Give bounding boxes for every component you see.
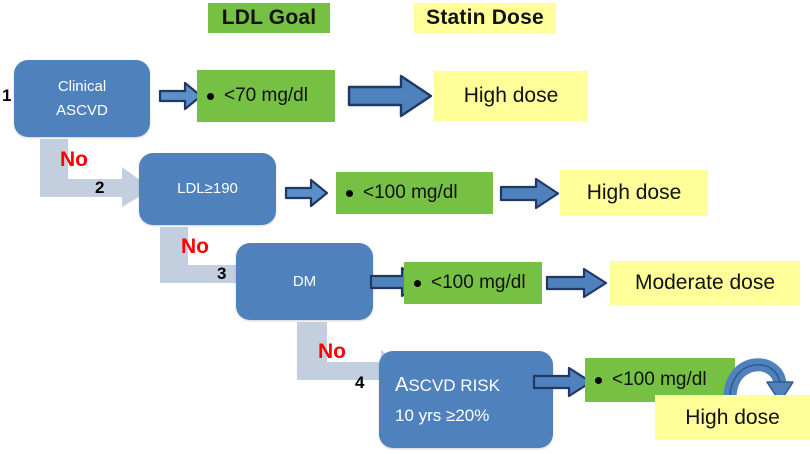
step-number-3: 3 [217, 264, 227, 283]
step-number-1: 1 [2, 86, 12, 105]
step-number-2: 2 [95, 178, 105, 197]
header-statin-dose: Statin Dose [414, 3, 556, 33]
decision-box-ldl-190[interactable]: LDL≥190 [139, 153, 276, 225]
right-arrow-icon [284, 177, 329, 209]
goal-box-row-4[interactable]: <100 mg/dl [585, 358, 735, 402]
dose-box-row-2[interactable]: High dose [560, 170, 708, 216]
bullet-dot-icon [346, 189, 353, 197]
right-arrow-icon [499, 177, 560, 210]
right-arrow-icon [158, 80, 203, 112]
curved-down-arrow-icon [723, 342, 802, 404]
right-arrow-icon [532, 366, 593, 398]
decision-box-clinical-ascvd[interactable]: Clinical ASCVD [14, 60, 150, 137]
goal-box-row-2[interactable]: <100 mg/dl [336, 172, 493, 214]
goal-box-row-4-text: <100 mg/dl [612, 369, 707, 390]
step-number-4: 4 [355, 373, 365, 392]
no-label-row-3: No [318, 340, 346, 363]
decision-box-ascvd-risk-line-1: ASCVD RISK [395, 368, 500, 402]
decision-box-clinical-ascvd-line-1: Clinical [57, 78, 107, 96]
goal-box-row-3[interactable]: <100 mg/dl [404, 262, 542, 304]
ascvd-risk-caps-lead: A [395, 374, 409, 397]
dose-box-row-1[interactable]: High dose [434, 71, 588, 121]
decision-box-ldl-190-line-1: LDL≥190 [177, 180, 238, 198]
dose-box-row-3[interactable]: Moderate dose [610, 261, 800, 305]
decision-box-dm-line-1: DM [292, 272, 317, 290]
goal-box-row-3-text: <100 mg/dl [431, 272, 526, 293]
elbow-down-right-arrow-icon [40, 139, 156, 207]
goal-box-row-1-text: <70 mg/dl [224, 85, 308, 106]
no-label-row-1: No [60, 148, 88, 171]
decision-box-ascvd-risk-line-2: 10 yrs ≥20% [395, 406, 490, 426]
goal-box-row-2-text: <100 mg/dl [363, 182, 458, 203]
header-ldl-goal: LDL Goal [208, 3, 330, 33]
no-label-row-2: No [181, 235, 209, 258]
decision-box-ascvd-risk[interactable]: ASCVD RISK 10 yrs ≥20% [379, 351, 553, 448]
goal-box-row-1[interactable]: <70 mg/dl [197, 70, 335, 122]
decision-box-dm[interactable]: DM [236, 243, 373, 320]
dose-box-row-4[interactable]: High dose [655, 395, 810, 440]
right-arrow-icon [347, 74, 433, 118]
right-arrow-icon [545, 267, 608, 299]
ascvd-risk-caps-rest: SCVD RISK [408, 376, 500, 396]
bullet-dot-icon [414, 279, 421, 287]
bullet-dot-icon [595, 376, 602, 384]
bullet-dot-icon [207, 92, 214, 100]
decision-box-clinical-ascvd-line-2: ASCVD [56, 101, 108, 119]
